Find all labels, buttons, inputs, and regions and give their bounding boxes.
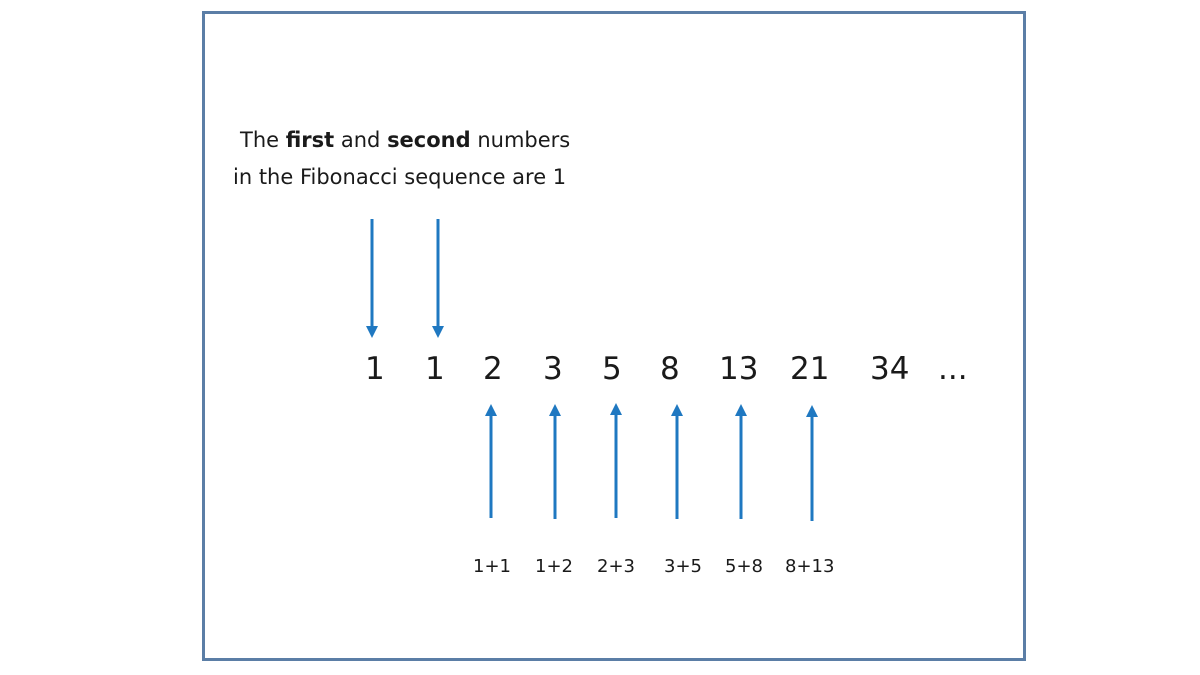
sequence-number-6: 8 [660,351,680,387]
sequence-number-7: 13 [719,351,759,387]
sequence-number-4: 3 [543,351,563,387]
sum-label-4: 3+5 [664,556,702,577]
sum-label-6: 8+13 [785,556,835,577]
caption-bold-first: first [285,128,335,152]
caption-line-1: The first and second numbers [240,128,570,152]
caption-text: The [240,128,286,152]
caption-bold-second: second [387,128,471,152]
caption-line-2: in the Fibonacci sequence are 1 [233,165,567,189]
sum-label-1: 1+1 [473,556,511,577]
sequence-number-3: 2 [483,351,503,387]
sequence-number-8: 21 [790,351,830,387]
sum-label-2: 1+2 [535,556,573,577]
caption-text: and [334,128,388,152]
sequence-number-1: 1 [365,351,385,387]
caption-text: numbers [470,128,571,152]
sequence-ellipsis: ... [938,351,968,387]
sequence-number-5: 5 [602,351,622,387]
diagram-frame [202,11,1026,661]
sum-label-3: 2+3 [597,556,635,577]
sequence-number-2: 1 [425,351,445,387]
sum-label-5: 5+8 [725,556,763,577]
sequence-number-9: 34 [870,351,910,387]
